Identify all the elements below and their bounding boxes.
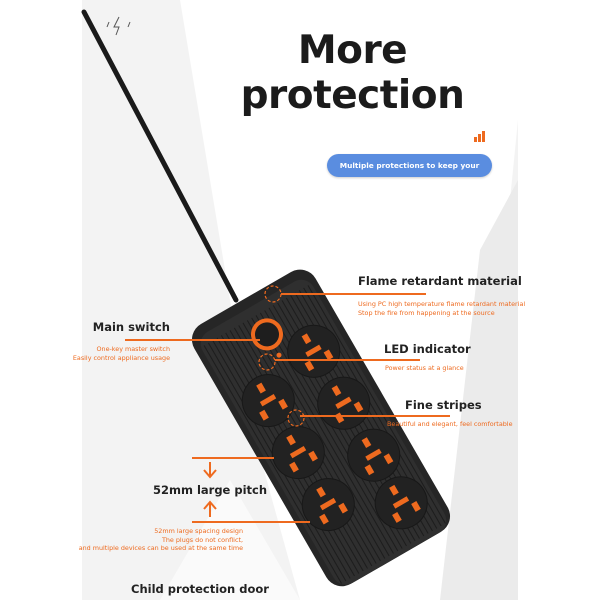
pitch-desc-line: and multiple devices can be used at the … <box>78 544 243 552</box>
switch-desc-line: One-key master switch <box>96 345 170 353</box>
socket <box>301 478 355 532</box>
socket <box>287 324 341 378</box>
child-door-heading: Child protection door <box>131 582 269 596</box>
led-indicator <box>276 352 282 358</box>
page-title: More protection <box>240 28 465 118</box>
switch-desc-line: Easily control appliance usage <box>72 353 170 362</box>
pitch-desc-line: 52mm large spacing design <box>154 527 243 535</box>
arrow-up-icon <box>203 500 217 517</box>
flame-desc-line: Stop the fire from happening at the sour… <box>358 308 495 317</box>
led-desc: Power status at a glance <box>385 364 464 372</box>
tagline-badge: Multiple protections to keep your family… <box>327 154 492 193</box>
lightning-icon <box>106 16 131 36</box>
power-cord <box>81 9 239 303</box>
socket <box>347 428 401 482</box>
flame-heading: Flame retardant material <box>358 274 522 288</box>
stripe <box>203 345 342 584</box>
flame-desc: Using PC high temperature flame retardan… <box>358 300 525 317</box>
signal-bars-icon <box>474 131 485 142</box>
stripes-heading: Fine stripes <box>405 398 482 412</box>
switch-heading: Main switch <box>92 320 170 334</box>
arrow-down-icon <box>203 462 217 479</box>
stripe <box>259 312 399 552</box>
socket <box>271 426 325 480</box>
pitch-desc-line: The plugs do not conflict, <box>161 535 243 544</box>
led-heading: LED indicator <box>384 342 471 356</box>
flame-desc-line: Using PC high temperature flame retardan… <box>358 300 526 308</box>
pitch-desc: 52mm large spacing design The plugs do n… <box>40 527 243 553</box>
socket <box>241 374 295 428</box>
pitch-heading: 52mm large pitch <box>152 483 268 497</box>
socket <box>374 476 428 530</box>
stripe <box>307 285 446 524</box>
switch-desc: One-key master switch Easily control app… <box>40 345 170 362</box>
stripes-desc: Beautiful and elegant, feel comfortable <box>387 420 513 428</box>
stripe <box>251 317 390 557</box>
